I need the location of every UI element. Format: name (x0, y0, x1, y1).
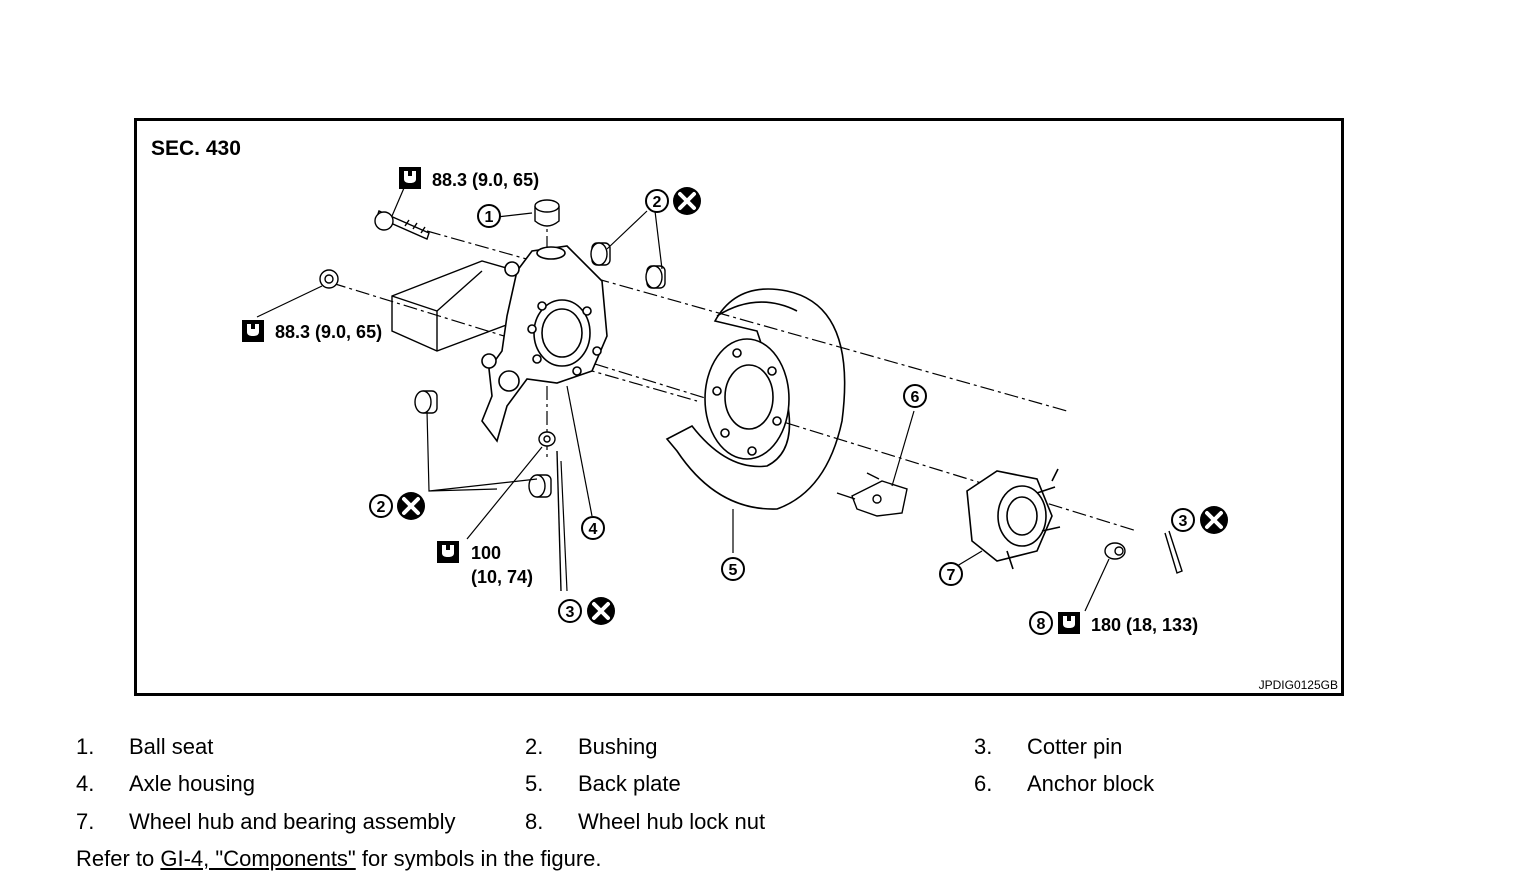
callout-3-right: 3 (1171, 504, 1230, 536)
svg-text:5: 5 (729, 562, 738, 579)
leader-lines (256, 180, 1183, 612)
svg-text:3: 3 (566, 604, 575, 621)
replace-icon (395, 490, 427, 522)
knuckle-bolt (374, 210, 430, 240)
axle-housing (481, 245, 608, 443)
axle-beam (391, 260, 518, 352)
cotter-pins (556, 450, 1183, 592)
callout-6: 6 (903, 384, 927, 408)
replace-icon (1198, 504, 1230, 536)
svg-text:7: 7 (947, 567, 956, 584)
callout-7: 7 (939, 562, 963, 586)
callout-2-bottom: 2 (369, 490, 427, 522)
replace-icon (585, 595, 617, 627)
knuckle-nut (319, 269, 339, 289)
svg-text:8: 8 (1037, 616, 1046, 633)
torque-left: 88.3 (9.0, 65) (275, 322, 382, 342)
image-code: JPDIG0125GB (1259, 678, 1338, 692)
callout-8: 8 (1029, 611, 1053, 635)
svg-text:1: 1 (485, 209, 494, 226)
anchor-block (836, 472, 908, 517)
components-link[interactable]: GI-4, "Components" (160, 846, 356, 871)
footnote: Refer to GI-4, "Components" for symbols … (76, 846, 602, 871)
callout-3-bottom: 3 (558, 595, 617, 627)
callout-1: 1 (477, 204, 501, 228)
wheel-hub (966, 468, 1061, 570)
callout-2-top: 2 (645, 185, 703, 217)
svg-text:6: 6 (911, 389, 920, 406)
callout-5: 5 (721, 557, 745, 581)
torque-hub: 180 (18, 133) (1091, 615, 1198, 635)
svg-text:2: 2 (377, 499, 386, 516)
callout-4: 4 (581, 516, 605, 540)
back-plate (665, 288, 846, 510)
hub-lock-nut (1104, 542, 1126, 560)
figure-drawing: SEC. 430 (151, 137, 1338, 692)
torque-top: 88.3 (9.0, 65) (432, 170, 539, 190)
svg-text:3: 3 (1179, 513, 1188, 530)
svg-text:4: 4 (589, 521, 598, 538)
torque-mid-line2: (10, 74) (471, 567, 533, 587)
bushings (414, 242, 666, 498)
section-title: SEC. 430 (151, 137, 241, 160)
exploded-view-figure: SEC. 430 (134, 118, 1344, 696)
ball-seat (534, 199, 560, 227)
svg-text:2: 2 (653, 194, 662, 211)
torque-mid-line1: 100 (471, 543, 501, 563)
replace-icon (671, 185, 703, 217)
